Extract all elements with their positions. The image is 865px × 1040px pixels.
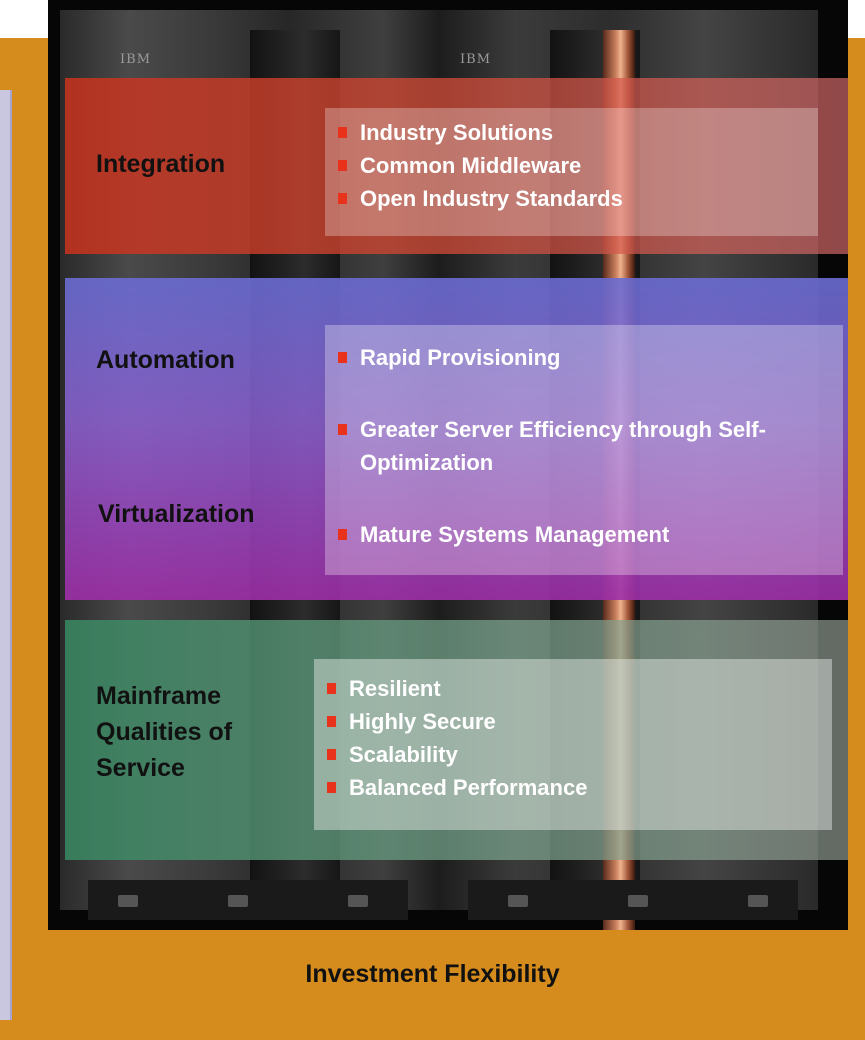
list-item: Greater Server Efficiency through Self-O…	[336, 413, 810, 479]
list-item: Scalability	[325, 738, 587, 771]
integration-list: Industry Solutions Common Middleware Ope…	[336, 116, 623, 215]
list-item: Industry Solutions	[336, 116, 623, 149]
base-vent	[118, 895, 138, 907]
investment-flexibility-caption: Investment Flexibility	[305, 960, 560, 988]
mainframe-band	[65, 620, 848, 860]
virtualization-list: Rapid Provisioning Greater Server Effici…	[336, 341, 810, 551]
integration-panel	[325, 108, 818, 236]
mainframe-qos-label: Mainframe Qualities of Service	[96, 682, 233, 782]
left-edge-stripe	[0, 90, 10, 1020]
list-item: Balanced Performance	[325, 771, 587, 804]
base-vent	[228, 895, 248, 907]
virtualization-panel	[325, 325, 843, 575]
base-vent	[628, 895, 648, 907]
automation-virtualization-band	[65, 278, 848, 600]
left-edge-line	[10, 90, 12, 1020]
integration-label: Integration	[96, 150, 226, 178]
list-item: Mature Systems Management	[336, 518, 810, 551]
list-item: Open Industry Standards	[336, 182, 623, 215]
base-vent	[508, 895, 528, 907]
list-item: Common Middleware	[336, 149, 623, 182]
list-item: Rapid Provisioning	[336, 341, 810, 374]
list-item: Highly Secure	[325, 705, 587, 738]
base-vent	[748, 895, 768, 907]
mainframe-list: Resilient Highly Secure Scalability Bala…	[325, 672, 587, 804]
automation-label: Automation	[96, 346, 235, 374]
list-item: Resilient	[325, 672, 587, 705]
ibm-logo-left: IBM	[120, 52, 151, 67]
ibm-logo-right: IBM	[460, 52, 491, 67]
base-vent	[348, 895, 368, 907]
virtualization-label: Virtualization	[98, 500, 255, 528]
mainframe-panel	[314, 659, 832, 830]
integration-band	[65, 78, 848, 254]
